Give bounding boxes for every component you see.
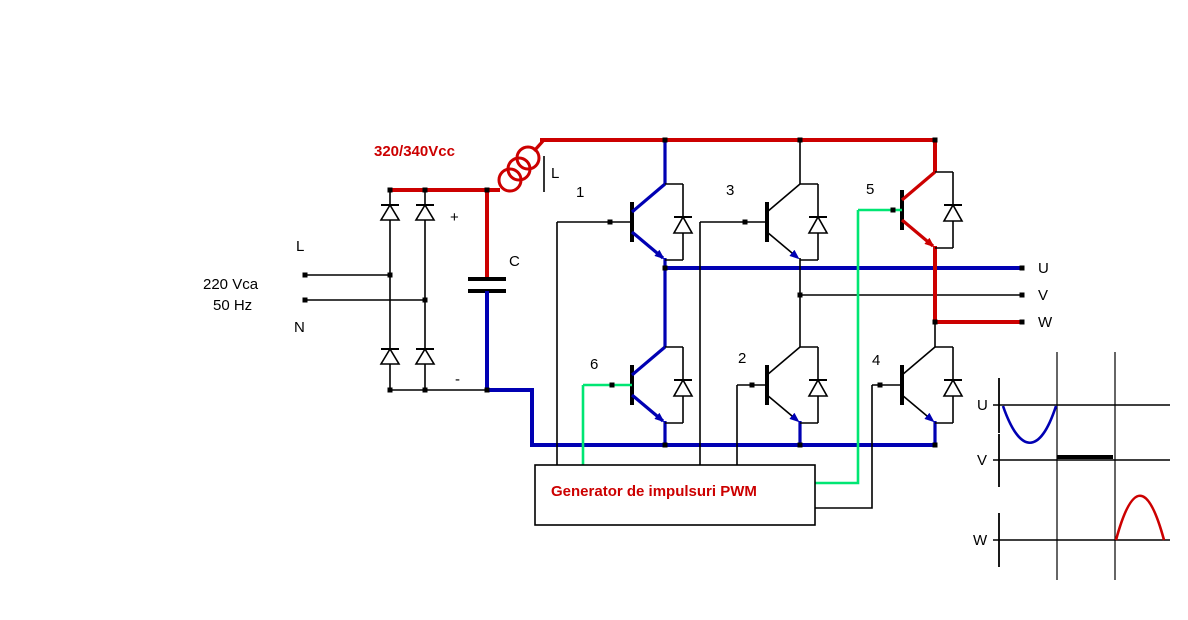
- freewheel-diode-icon: [935, 346, 964, 424]
- rectifier-diode-icon: [414, 203, 436, 221]
- dc-negative-rail: [487, 388, 935, 447]
- rectifier-diode-icon: [379, 203, 401, 221]
- plus-label: +: [450, 209, 459, 226]
- line-n-label: N: [294, 319, 305, 336]
- pwm-generator-label: Generator de impulsuri PWM: [551, 483, 757, 500]
- waveform-v-label: V: [977, 452, 987, 469]
- transistor-5-label: 5: [866, 181, 874, 198]
- rectifier-diode-icon: [414, 347, 436, 365]
- inductor-coil-icon: [515, 145, 541, 171]
- output-u-label: U: [1038, 260, 1049, 277]
- gate-wiring-black: [556, 222, 873, 509]
- output-v-label: V: [1038, 287, 1048, 304]
- transistor-3-label: 3: [726, 182, 734, 199]
- igbt-6: 6: [583, 268, 694, 445]
- dc-link: L + - C 320/340Vcc: [374, 138, 935, 390]
- freewheel-diode-icon: [935, 171, 964, 249]
- igbt-1: 1: [557, 140, 694, 268]
- output-w-label: W: [1038, 314, 1053, 331]
- waveform-u-curve: [1001, 405, 1058, 445]
- pwm-generator-box: Generator de impulsuri PWM: [534, 464, 816, 526]
- gate-wiring-green: [581, 210, 860, 485]
- igbt-2: 2: [737, 295, 829, 445]
- rectifier-diode-icon: [379, 347, 401, 365]
- output-phase-lines: U V W: [665, 260, 1053, 331]
- rectifier-bridge: [379, 190, 487, 391]
- line-l-label: L: [296, 238, 304, 255]
- waveform-panel: U V W: [973, 352, 1170, 580]
- igbt-3: 3: [700, 140, 829, 295]
- freewheel-diode-icon: [800, 346, 829, 424]
- waveform-w-label: W: [973, 532, 988, 549]
- supply-voltage-label: 220 Vca: [203, 276, 259, 293]
- freewheel-diode-icon: [665, 183, 694, 261]
- capacitor-label: C: [509, 253, 520, 270]
- transistor-4-label: 4: [872, 352, 880, 369]
- freewheel-diode-icon: [665, 346, 694, 424]
- supply-frequency-label: 50 Hz: [213, 297, 252, 314]
- freewheel-diode-icon: [800, 183, 829, 261]
- junction-dots: [302, 137, 1025, 448]
- ac-supply-input: L N 220 Vca 50 Hz: [203, 238, 425, 336]
- transistor-1-label: 1: [576, 184, 584, 201]
- waveform-u-label: U: [977, 397, 988, 414]
- minus-label: -: [455, 371, 460, 388]
- waveform-w-curve: [1114, 494, 1166, 541]
- transistor-6-label: 6: [590, 356, 598, 373]
- transistor-2-label: 2: [738, 350, 746, 367]
- igbt-4: 4: [872, 322, 964, 445]
- dc-bus-voltage-label: 320/340Vcc: [374, 143, 455, 160]
- inductor-label: L: [551, 165, 559, 182]
